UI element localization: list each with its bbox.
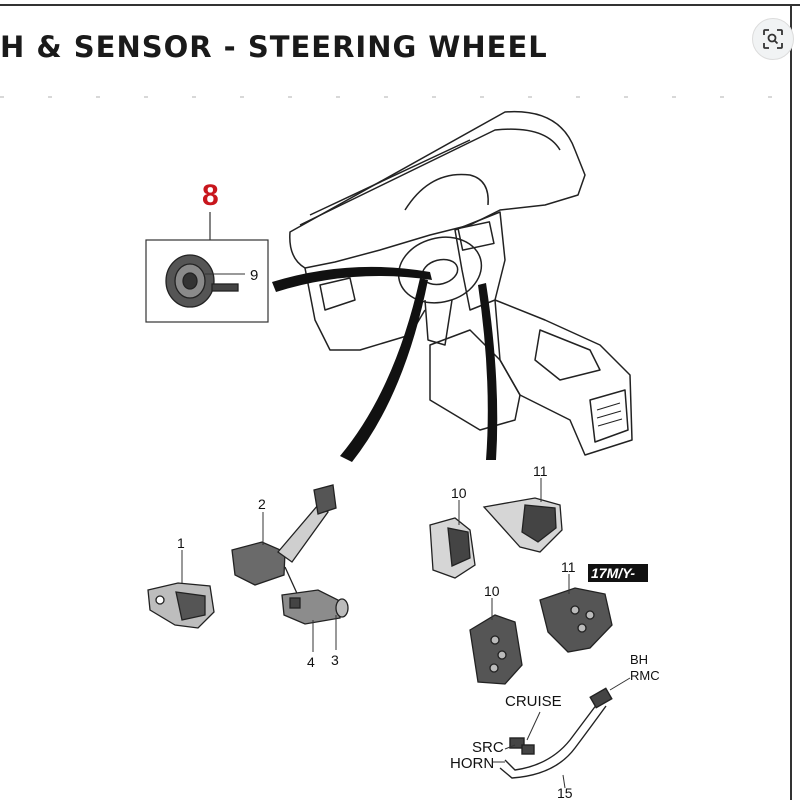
connector-label-cruise: CRUISE [505, 693, 562, 710]
visual-search-icon [763, 29, 783, 49]
model-year-tag [588, 564, 648, 582]
part-11-lower-switch [539, 587, 613, 653]
connector-label-rmc: RMC [630, 668, 660, 683]
part-label-10-upper: 10 [451, 485, 467, 501]
part-label-15: 15 [557, 785, 573, 800]
frame-right-border [790, 4, 792, 800]
part-10-lower-switch [469, 614, 523, 685]
model-year-tag-text: 17M/Y- [591, 565, 635, 581]
part-label-9: 9 [250, 267, 258, 284]
dashboard-illustration [289, 110, 633, 456]
part-label-2: 2 [258, 496, 266, 512]
page-title: H & SENSOR - STEERING WHEEL [0, 30, 548, 64]
part-1-switch-body [147, 582, 215, 629]
leader-arrows [272, 266, 498, 462]
visual-search-button[interactable] [752, 18, 794, 60]
part-label-10-lower: 10 [484, 583, 500, 599]
part-label-3: 3 [331, 652, 339, 668]
dashed-separator [0, 96, 790, 98]
connector-label-bh: BH [630, 652, 648, 667]
clock-spring-part [165, 254, 239, 308]
part-11-upper-switch [482, 497, 563, 553]
part-10-upper-switch [429, 517, 476, 579]
part-label-11-upper: 11 [533, 463, 548, 479]
frame-top-border [0, 4, 800, 6]
part-label-1: 1 [177, 535, 185, 551]
part-label-4: 4 [307, 654, 315, 670]
connector-label-src: SRC [472, 739, 504, 756]
connector-label-horn: HORN [450, 755, 494, 772]
part-label-11-lower: 11 [561, 559, 576, 575]
part-2-wiper-stalk [231, 484, 337, 601]
part-15-wiring-harness [499, 687, 613, 779]
part-3-4-switch-assembly [281, 589, 349, 625]
callout-8: 8 [202, 179, 219, 212]
